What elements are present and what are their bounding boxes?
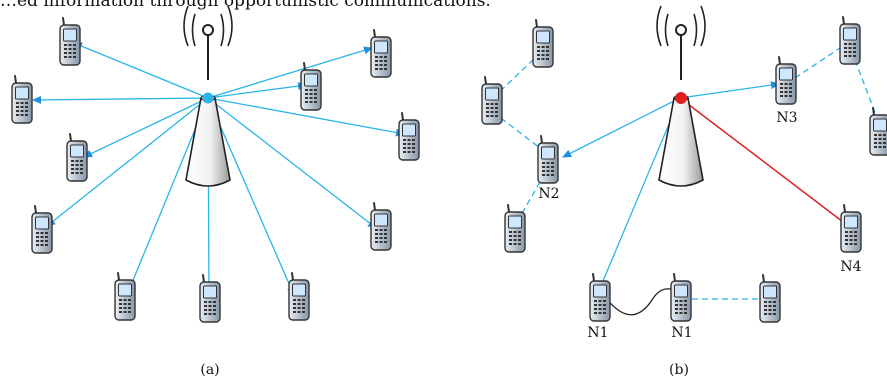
mobile-phone-icon <box>839 16 861 65</box>
node-label-n3: N3 <box>776 110 797 126</box>
mobile-phone-icon <box>370 29 392 78</box>
dashed-link-4 <box>794 47 841 79</box>
dashed-link-5 <box>854 59 877 116</box>
mobile-phone-icon <box>66 133 88 182</box>
mobile-phone-icon <box>589 273 611 322</box>
mobile-phone-icon <box>199 274 221 323</box>
caption-a: (a) <box>200 362 219 378</box>
link-a-1 <box>73 42 209 99</box>
link-a-3 <box>83 97 209 158</box>
panel-b: N2 N3 N4 N1 N1 (b) <box>481 5 887 378</box>
mobile-phone-icon <box>11 75 33 124</box>
mobile-phone-icon <box>300 62 322 111</box>
link-b-n3 <box>679 81 780 99</box>
node-label-n1-first: N1 <box>587 325 608 341</box>
link-b-n1 <box>599 97 681 289</box>
mobile-phone-icon <box>537 135 559 184</box>
link-a-4 <box>46 97 209 227</box>
link-a-2 <box>32 95 209 104</box>
node-label-n4: N4 <box>840 259 861 275</box>
caption-top-fragment: …ed information through opportunistic co… <box>0 0 491 11</box>
panel-a: (a) <box>11 5 420 378</box>
dashed-link-3 <box>516 181 541 223</box>
caption-b: (b) <box>669 362 689 378</box>
link-a-10 <box>207 46 373 99</box>
mobile-phone-icon <box>504 204 526 253</box>
mobile-phone-icon <box>370 202 392 251</box>
node-label-n2: N2 <box>538 186 559 202</box>
link-a-11 <box>207 82 307 99</box>
link-b-n2 <box>562 97 681 158</box>
panel-b-opportunistic-links <box>492 47 877 300</box>
mobile-phone-icon <box>114 272 136 321</box>
mobile-phone-icon <box>759 274 781 323</box>
mobile-phone-icon <box>840 204 862 253</box>
mobile-phone-icon <box>398 112 420 161</box>
link-a-8 <box>207 97 377 229</box>
mobile-phone-icon <box>481 76 503 125</box>
mobile-phone-icon <box>59 17 81 66</box>
tower-node-a <box>202 92 214 104</box>
tower-node-b <box>675 92 687 104</box>
link-a-7 <box>207 97 295 296</box>
mobile-phone-icon <box>670 273 692 322</box>
mobile-phone-icon <box>775 56 797 105</box>
mobile-phone-icon <box>288 272 310 321</box>
mobile-phone-icon <box>532 19 554 68</box>
mobile-phone-icon <box>869 107 887 156</box>
node-label-n1-second: N1 <box>671 325 692 341</box>
link-a-9 <box>207 97 405 137</box>
mobile-phone-icon <box>31 205 53 254</box>
link-b-n4-highlight <box>679 97 852 229</box>
